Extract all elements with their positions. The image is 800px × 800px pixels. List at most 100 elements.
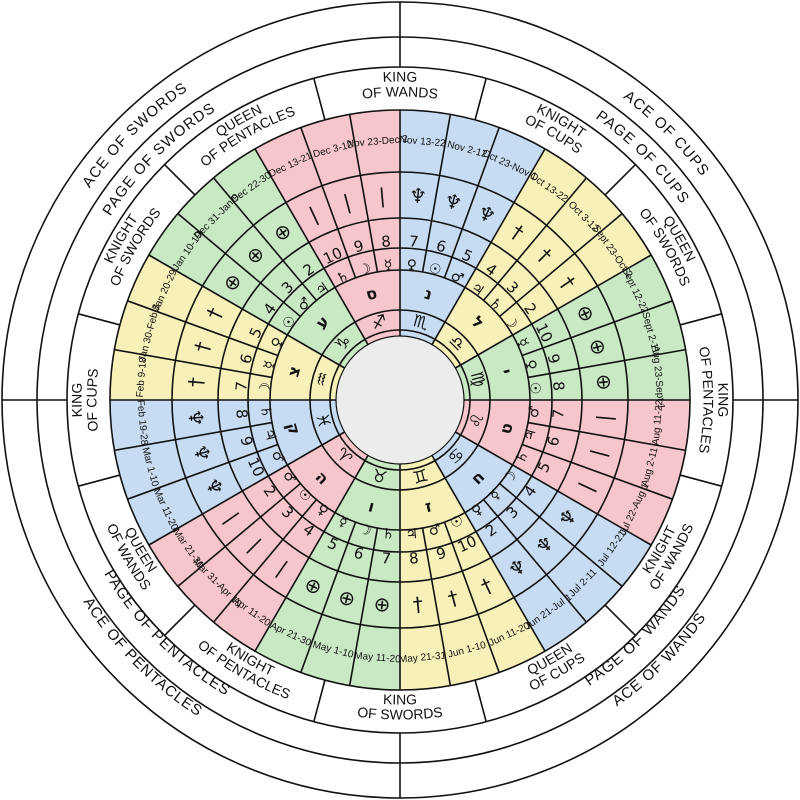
sign-wedge-fill — [148, 432, 368, 652]
sword-icon: † — [412, 592, 424, 617]
planet-symbol: ♄ — [381, 526, 395, 543]
planet-symbol: ☉ — [526, 381, 543, 395]
decan-date: Nov 23-Dec 2 — [346, 134, 408, 150]
court-divider — [679, 474, 722, 487]
cup-icon: ♆ — [408, 183, 428, 208]
hebrew-letter: נ — [423, 284, 435, 304]
court-divider — [604, 604, 637, 637]
decan-date: May 11-20 — [354, 651, 402, 666]
decan-color-wedges — [110, 110, 690, 690]
card-number: 9 — [236, 434, 256, 448]
decan-divider — [212, 499, 318, 623]
sign-wedge-fill — [110, 255, 345, 400]
card-number: 7 — [232, 381, 251, 392]
decan-divider — [177, 482, 301, 588]
cup-icon: ♆ — [441, 188, 465, 216]
court-card-title: KING — [68, 382, 84, 417]
court-divider — [679, 313, 722, 326]
ring-circle — [36, 36, 764, 764]
card-number: 6 — [236, 352, 256, 366]
pentacle-icon: ⊕ — [373, 592, 392, 617]
hebrew-letter: ז — [423, 496, 434, 516]
decan-divider — [499, 212, 623, 318]
planet-symbol: ☿ — [383, 257, 393, 274]
court-card-suit: OF SWORDS — [357, 704, 444, 723]
sign-wedge-fill — [255, 455, 400, 690]
sign-divider — [431, 455, 546, 652]
card-number: 8 — [549, 381, 568, 392]
sign-wedge-fill — [400, 110, 545, 345]
card-number: 9 — [352, 236, 366, 256]
court-card-title: KING — [383, 691, 417, 707]
planet-symbol: ☽ — [257, 381, 274, 395]
court-divider — [163, 163, 196, 196]
decan-date: May 21-31 — [399, 650, 447, 665]
ring-circle — [247, 247, 553, 553]
court-divider — [78, 313, 121, 326]
decan-divider — [521, 300, 673, 357]
decan-divider — [300, 127, 357, 279]
decan-date: Nov 13-22 — [399, 134, 446, 149]
card-number: 9 — [544, 352, 564, 366]
ring-circle — [66, 66, 734, 734]
planet-symbol: ☿ — [261, 359, 279, 371]
wand-icon: | — [378, 184, 387, 208]
sign-wedge-fill — [148, 148, 368, 368]
cup-icon: ♆ — [183, 408, 208, 428]
decan-date: Feb 9-18 — [135, 357, 149, 398]
zodiac-sign: ♒ — [311, 369, 334, 389]
court-card-suit: OF WANDS — [361, 83, 439, 101]
decan-divider — [421, 114, 452, 273]
sign-divider — [148, 431, 345, 546]
zodiac-sign: ♍ — [466, 369, 489, 389]
card-number: 8 — [232, 408, 251, 419]
decan-divider — [127, 443, 279, 500]
card-number: 7 — [381, 549, 392, 568]
court-divider — [313, 679, 326, 722]
planet-symbol: ♃ — [521, 427, 540, 443]
decan-divider — [482, 177, 588, 301]
decan-divider — [127, 300, 279, 357]
planet-symbol: ♄ — [257, 405, 274, 419]
zodiac-sign: ♓ — [311, 411, 334, 431]
decan-divider — [348, 527, 379, 686]
planet-symbol: ♂ — [427, 521, 443, 540]
hebrew-letter: ס — [364, 283, 379, 304]
court-card-suit: OF PENTACLES — [696, 345, 717, 454]
court-divider — [474, 78, 487, 121]
planet-symbol: ♄ — [334, 268, 352, 288]
hebrew-letter: י — [496, 367, 516, 376]
court-card-title: KING — [382, 68, 417, 84]
card-number: 9 — [434, 544, 448, 564]
sign-divider — [254, 455, 369, 652]
sign-divider — [455, 431, 652, 546]
center-hub — [335, 335, 465, 465]
pentacle-icon: ⊕ — [592, 373, 617, 392]
card-number: 7 — [408, 232, 419, 251]
sign-divider — [431, 148, 546, 345]
decan-divider — [443, 127, 500, 279]
zodiac-sign: ♌ — [466, 411, 489, 431]
planet-symbol: ♄ — [512, 448, 532, 466]
planet-symbol: ♀ — [406, 257, 418, 274]
sign-wedge-fill — [455, 400, 690, 545]
sign-wedge-fill — [400, 455, 545, 690]
sign-divider — [455, 254, 652, 369]
decan-divider — [212, 177, 318, 301]
card-number: 7 — [549, 408, 568, 419]
planet-symbol: ☉ — [427, 260, 443, 279]
card-number: 6 — [352, 544, 366, 564]
court-card-title: KING — [715, 382, 731, 417]
hebrew-letter: ק — [283, 420, 304, 436]
card-number: 6 — [544, 434, 564, 448]
sign-divider — [148, 254, 345, 369]
decan-divider — [300, 521, 357, 673]
decan-divider — [114, 348, 273, 379]
hebrew-letter: צ — [283, 364, 304, 379]
zodiac-sign: ♉ — [369, 466, 389, 489]
decan-divider — [527, 348, 686, 379]
sign-wedge-fill — [432, 148, 652, 368]
